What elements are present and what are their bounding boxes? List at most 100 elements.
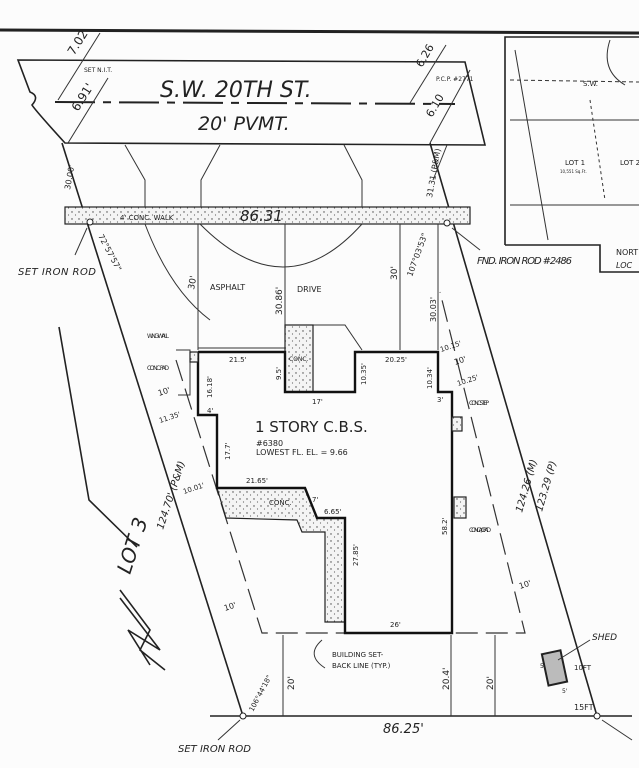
drive-flare-2 <box>200 144 221 207</box>
lot-bottom-distance: 86.25' <box>383 722 424 737</box>
dim-left-30: 30.00' <box>63 164 76 190</box>
dim-30-right: 30' <box>390 266 400 280</box>
dim-26: 26' <box>390 621 401 629</box>
dim-20-right: 20' <box>486 676 496 690</box>
shed-dim-1: 5' <box>540 663 546 670</box>
drive-flare-4 <box>432 144 448 181</box>
tie-line-right-2 <box>429 69 471 144</box>
conc-step <box>451 416 463 432</box>
dim-right-offset-2: 6.10 <box>423 92 447 120</box>
dim-30-03: 30.03' <box>429 297 438 322</box>
conc-step-label: CONC. STEP <box>469 400 489 407</box>
iron-rod-bottom-left <box>239 712 247 720</box>
iron-rod-bottom-right <box>593 712 601 720</box>
inset-lot2: LOT 2 <box>620 159 639 167</box>
tie-line-left-2 <box>67 77 109 144</box>
shed-back-dim: 15FT <box>574 703 594 712</box>
angle-top-right: 107°03'53" <box>405 232 429 278</box>
lot-line-left <box>61 142 244 717</box>
ac-pad-label: CONC. A/C PAD <box>469 527 491 534</box>
dim-10-bottom-right: 10' <box>518 579 533 591</box>
leader-bottom-left <box>217 719 241 741</box>
dim-20-left: 20' <box>287 676 297 690</box>
street-centerline <box>54 101 456 105</box>
set-iron-rod-bottom: SET IRON ROD <box>178 744 251 755</box>
dim-20-4: 20.4' <box>442 667 452 690</box>
dim-10-01: 10.01' <box>182 481 205 495</box>
dim-9-5: 9.5' <box>275 367 283 380</box>
dim-6-65: 6.65' <box>324 508 342 516</box>
drive-arc-left <box>144 223 211 321</box>
setback-label: BUILDING SET-BACK LINE (TYP.) <box>332 651 391 670</box>
page-border <box>0 28 639 35</box>
dim-right-31: 31.31 (P&M) <box>425 148 442 198</box>
lot-label: LOT 3 <box>112 514 153 576</box>
inset-lot-divider <box>589 99 606 201</box>
house-number: #6380 <box>256 439 283 448</box>
drive-flare-3 <box>343 144 363 207</box>
stoop-label: CONC. <box>289 356 309 363</box>
shed-side-dim: 10FT <box>574 664 592 672</box>
wing-wall-label: WING WALL <box>147 333 170 340</box>
front-stoop <box>284 324 314 393</box>
drive-label: DRIVE <box>297 285 322 294</box>
dim-58-2: 58.2' <box>441 517 449 535</box>
shed-label: SHED <box>592 633 617 643</box>
street-band <box>16 59 487 146</box>
lot-line-right <box>429 142 598 717</box>
leader-bottom-right <box>601 719 633 741</box>
lot-left-length: 124.70' (P&M) <box>155 460 187 531</box>
tie-line-left <box>57 32 101 101</box>
dim-21-65: 21.65' <box>246 477 268 485</box>
dim-20-25: 20.25' <box>385 356 407 364</box>
shed-leader <box>557 639 591 661</box>
location-inset: S.W. LOT 1 10,551 Sq.Ft. LOT 2 NORT LOC <box>504 36 639 273</box>
ac-pad <box>453 496 467 519</box>
dim-17: 17' <box>312 398 323 406</box>
dim-17-7: 17.7' <box>224 442 232 460</box>
inset-border <box>504 36 639 245</box>
dim-10-15: 10.15' <box>439 339 462 353</box>
dim-10-34: 10.34' <box>426 367 434 389</box>
stoop-line <box>313 324 363 351</box>
house-outline <box>196 350 454 635</box>
dim-10-35: 10.35' <box>360 363 368 385</box>
dim-16-18: 16.18' <box>206 376 214 398</box>
lot-hatch-1 <box>58 326 138 548</box>
angle-bottom-left: 106°44'18" <box>248 674 274 713</box>
dim-10-25: 10.25' <box>456 373 479 387</box>
leader-top-right <box>451 227 481 251</box>
setback-leader <box>313 639 326 669</box>
lot-hatch-2 <box>119 589 166 671</box>
drive-asphalt: ASPHALT <box>210 283 245 292</box>
set-iron-rod-top: SET IRON ROD <box>18 267 96 278</box>
inset-curve <box>606 39 626 86</box>
dim-left-offset: 7.02 <box>65 28 91 58</box>
inset-lot1-area: 10,551 Sq.Ft. <box>560 169 587 174</box>
label-set-nit: SET N.I.T. <box>84 67 112 74</box>
house-elevation: LOWEST FL. EL. = 9.66 <box>256 448 348 457</box>
dim-7: 7' <box>312 496 318 504</box>
inset-street: S.W. <box>583 80 598 88</box>
inset-loc: LOC <box>616 261 633 270</box>
drive-flare-1 <box>124 144 146 207</box>
inset-side-line <box>514 49 549 241</box>
label-pcp: P.C.P. #2771 <box>436 76 474 83</box>
inset-border-bottom <box>505 244 639 273</box>
walk-distance: 86.31 <box>240 207 283 225</box>
shed <box>540 649 569 687</box>
tie-line-right <box>409 44 447 104</box>
dim-30-left: 30' <box>187 275 199 290</box>
dim-left-offset-2: 6.91' <box>69 81 97 114</box>
shed-dim-2: 5' <box>562 688 568 695</box>
concrete-walk <box>64 206 471 225</box>
inset-north: NORT <box>616 248 638 257</box>
drive-arc <box>199 223 363 268</box>
iron-rod-top-left <box>86 218 94 226</box>
leader-top-left <box>74 227 88 256</box>
wing-wall <box>176 349 191 396</box>
street-name: S.W. 20TH ST. <box>160 78 312 103</box>
dim-4: 4' <box>207 407 213 415</box>
iron-rod-top-right <box>443 219 451 227</box>
